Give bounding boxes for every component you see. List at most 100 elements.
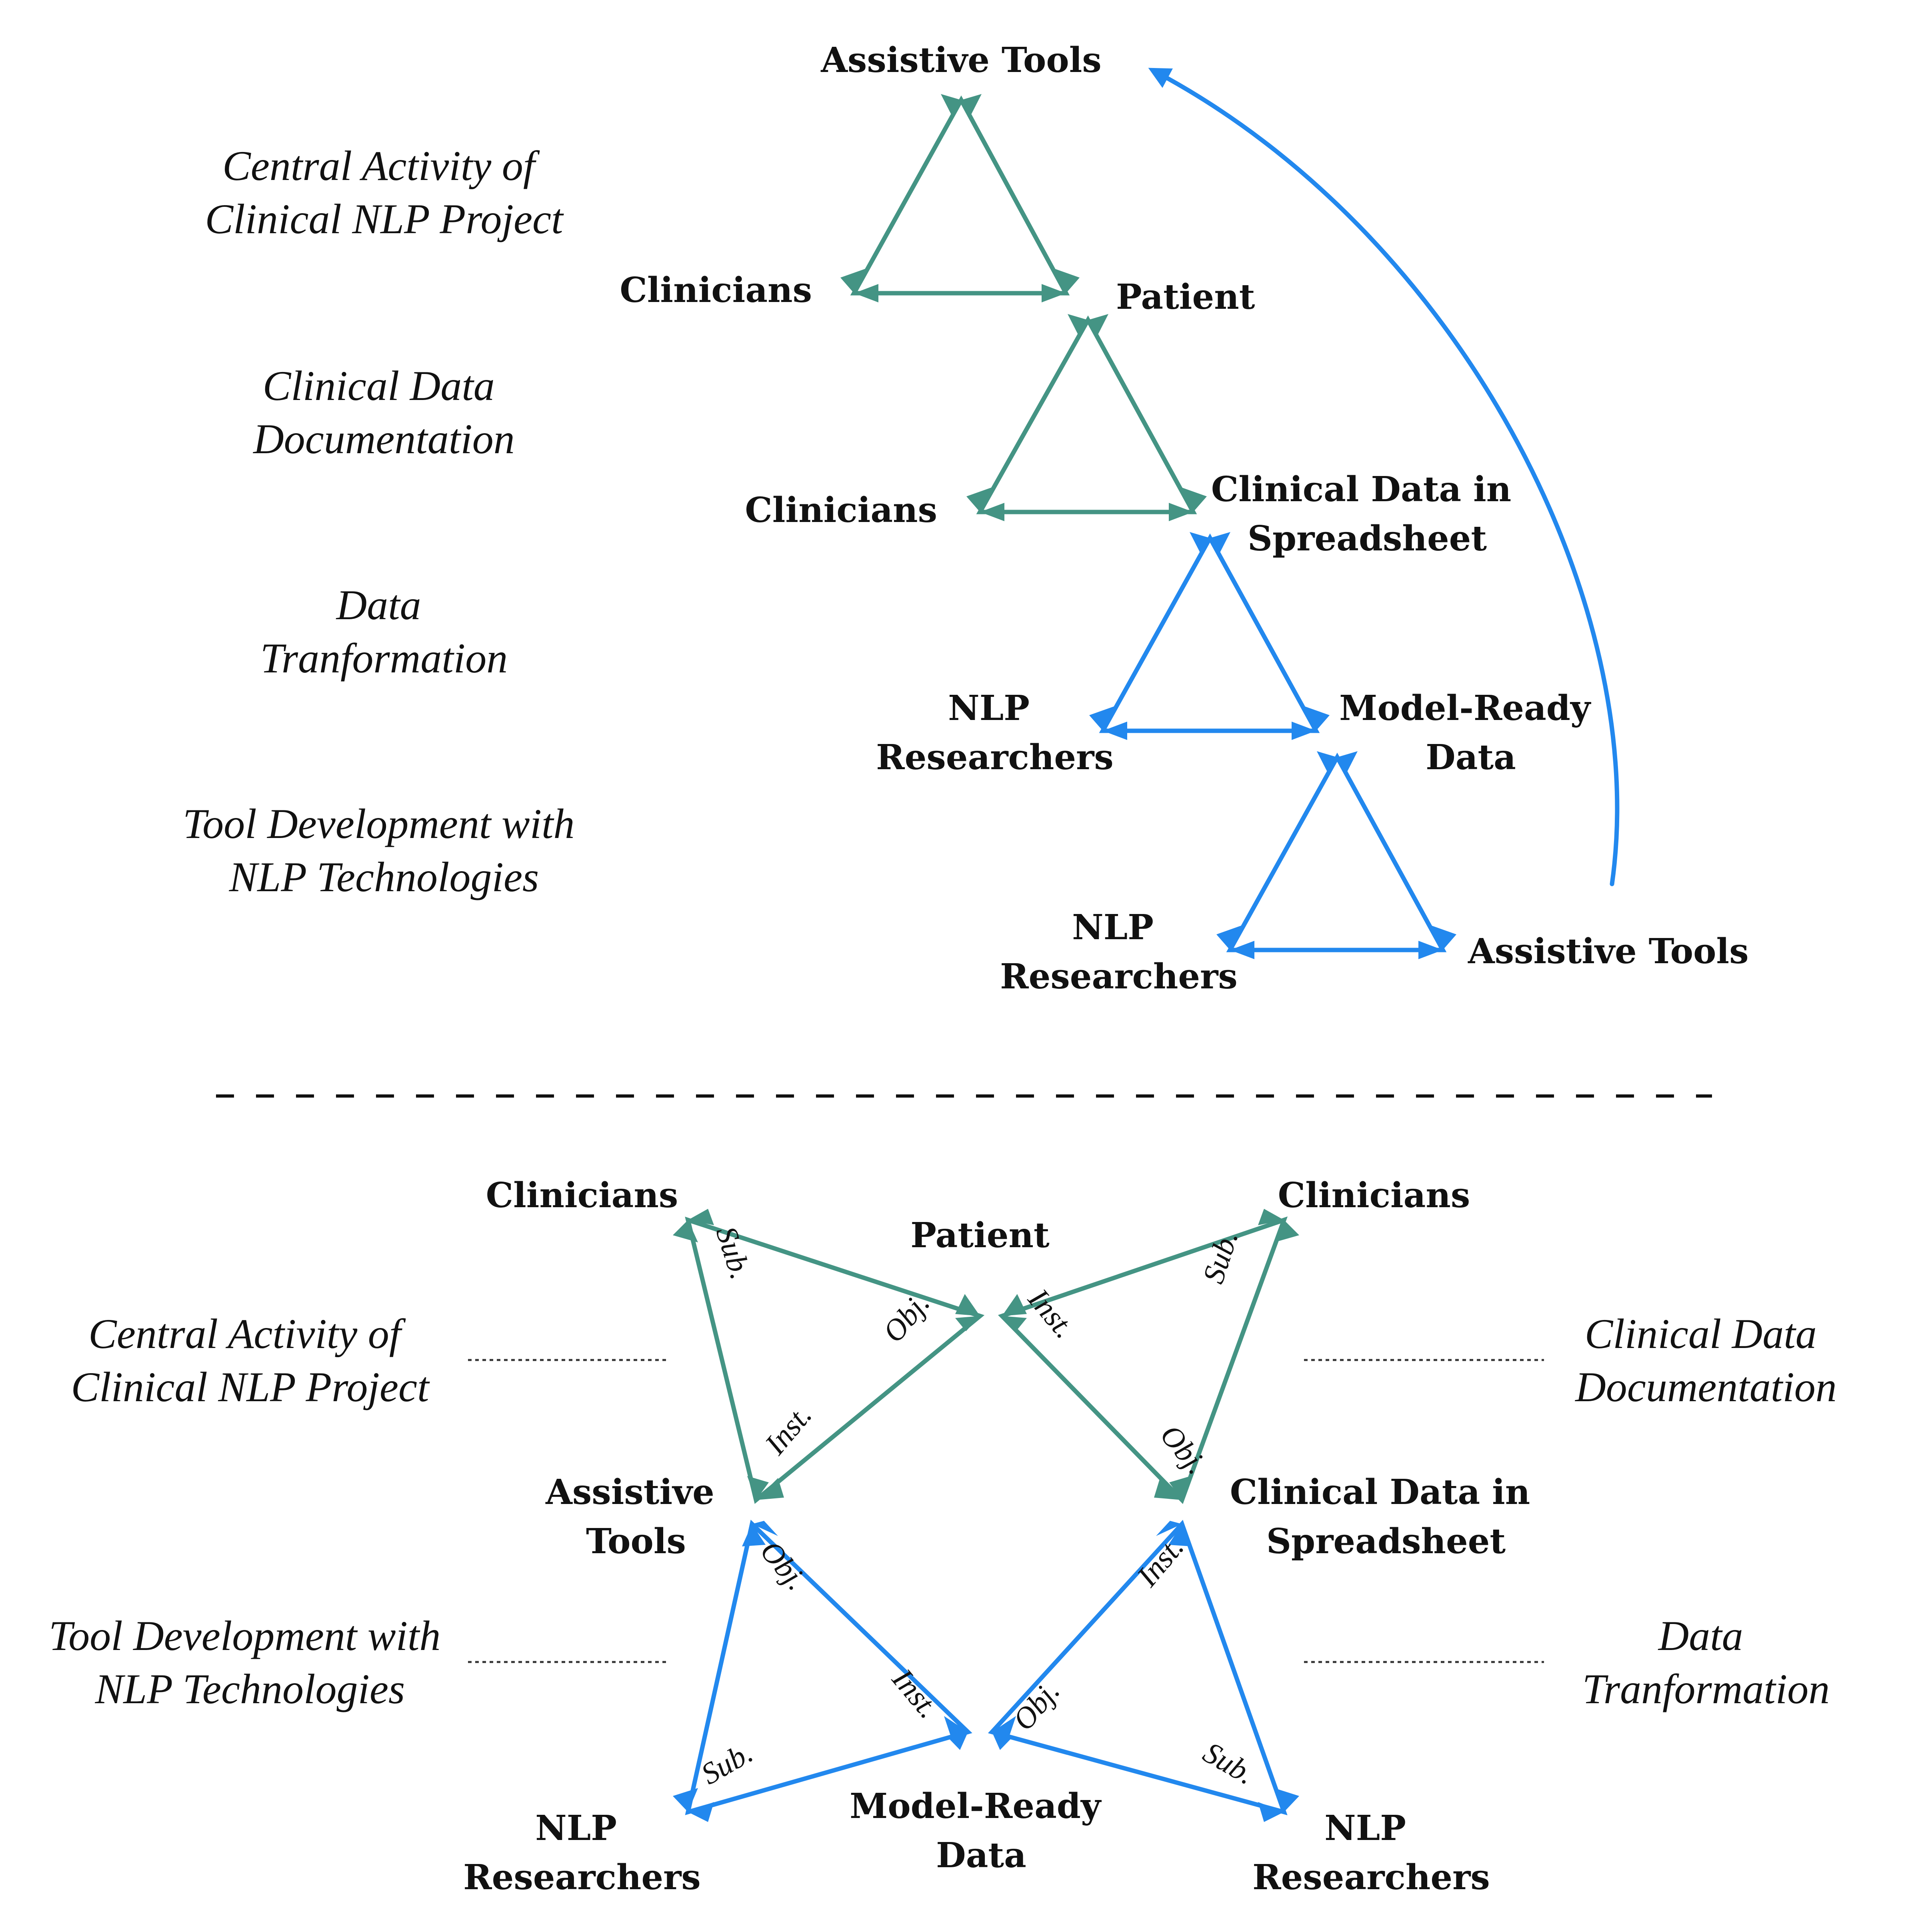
activity-documentation: Clinical Data Documentation [1574, 1310, 1837, 1410]
arrow-marker [1317, 751, 1337, 773]
node-model-ready-data: Model-Ready Data [850, 1786, 1113, 1876]
arrow-marker [1168, 1524, 1192, 1546]
label-line: Spreadsheet [1266, 1521, 1506, 1562]
node-clinicians-left: Clinicians [486, 1175, 678, 1216]
bottom-section: Sub. Obj. Inst. Sub. Inst. Obj. Obj. Ins… [49, 1175, 1837, 1898]
arrow-marker [854, 284, 878, 302]
arrow-marker [688, 1209, 714, 1225]
activity-transformation: Data Tranformation [260, 582, 508, 682]
triangle-edges [998, 1216, 1288, 1504]
arrow-marker [1002, 1294, 1027, 1316]
arrow-marker [966, 488, 991, 512]
arrow-marker [1210, 532, 1230, 554]
node-nlp-researchers-left: NLP Researchers [463, 1808, 701, 1898]
role-instrument: Inst. [758, 1398, 818, 1461]
label-line: Clinical Data in [1230, 1472, 1530, 1512]
label-line: Researchers [876, 737, 1114, 778]
triangle-edges [1226, 752, 1447, 952]
label-line: Clinical NLP Project [71, 1364, 430, 1410]
node-clinical-data: Clinical Data in Spreadsheet [1211, 469, 1524, 559]
label-line: Clinical NLP Project [205, 196, 564, 242]
label-line: Researchers [1252, 1857, 1490, 1898]
arrow-marker [673, 1220, 698, 1242]
label-line: Central Activity of [88, 1310, 406, 1357]
triangle-central-activity [840, 94, 1080, 302]
top-section: Assistive Tools Clinicians Patient Clini… [183, 40, 1749, 997]
arrow-marker [1055, 269, 1080, 293]
activity-tool-development: Tool Development with NLP Technologies [183, 800, 585, 900]
activity-central: Central Activity of Clinical NLP Project [71, 1310, 430, 1410]
node-clinical-data: Clinical Data in Spreadsheet [1230, 1472, 1542, 1562]
arrow-marker [747, 1476, 769, 1500]
arrow-marker [1089, 706, 1114, 731]
node-assistive-tools: Assistive Tools [545, 1472, 726, 1562]
activity-transformation: Data Tranformation [1582, 1612, 1830, 1712]
node-model-ready-data: Model-Ready Data [1339, 688, 1602, 778]
arrow-marker [1432, 926, 1456, 950]
arrow-marker [1230, 941, 1254, 959]
arrow-marker [1337, 751, 1358, 773]
label-line: Clinical Data [263, 362, 495, 409]
role-object: Obj. [876, 1286, 936, 1349]
feedback-arrow [1148, 68, 1620, 886]
triangle-tool-development [1216, 751, 1456, 959]
triangle-edges [988, 1520, 1288, 1816]
arrow-marker [1182, 488, 1207, 512]
arrow-marker [1292, 722, 1316, 740]
label-line: Model-Ready [850, 1786, 1102, 1826]
arrow-marker [1068, 314, 1088, 336]
label-line: NLP Technologies [229, 854, 539, 900]
label-line: Documentation [1574, 1364, 1837, 1410]
label-line: Researchers [463, 1857, 701, 1898]
node-nlp-researchers-2: NLP Researchers [1000, 907, 1238, 997]
arrow-marker [1103, 722, 1127, 740]
triangle-edges [1099, 533, 1320, 733]
label-line: Clinical Data in [1211, 469, 1512, 510]
label-line: NLP [1324, 1808, 1406, 1848]
label-line: Data [336, 582, 421, 628]
label-line: Model-Ready [1339, 688, 1592, 728]
node-clinicians-1: Clinicians [620, 270, 812, 310]
node-assistive-tools-top: Assistive Tools [820, 40, 1102, 80]
node-nlp-researchers-right: NLP Researchers [1252, 1808, 1490, 1898]
role-subject: Sub. [1196, 1226, 1245, 1287]
triangle-edges [850, 95, 1070, 296]
label-line: Tranformation [1582, 1666, 1830, 1712]
arrow-marker [1154, 1478, 1182, 1500]
arrow-marker [742, 1524, 766, 1546]
triangle-central-activity-bottom [673, 1209, 985, 1504]
role-object: Obj. [1006, 1674, 1066, 1737]
node-clinicians-2: Clinicians [745, 490, 937, 530]
arrow-marker [1274, 1220, 1299, 1242]
label-line: Tool Development with [183, 800, 574, 847]
arrow-marker [955, 1316, 980, 1331]
arrow-marker [992, 1732, 1013, 1750]
arrow-marker [1190, 532, 1210, 554]
label-line: Data [936, 1835, 1026, 1876]
role-subject: Sub. [1198, 1736, 1260, 1791]
triangle-edges [685, 1216, 985, 1504]
arrow-marker [980, 503, 1004, 521]
label-line: Tool Development with [49, 1612, 440, 1659]
node-assistive-tools-bottom: Assistive Tools [1468, 931, 1749, 972]
arrow-marker [1258, 1802, 1284, 1822]
arrow-marker [1042, 284, 1066, 302]
label-line: Data [1426, 737, 1516, 778]
role-object: Obj. [1154, 1418, 1214, 1481]
arrow-marker [1274, 1788, 1299, 1812]
role-instrument: Inst. [886, 1662, 946, 1725]
triangle-transformation [1089, 532, 1330, 740]
triangle-tool-development-bottom [673, 1520, 972, 1822]
label-line: Data [1658, 1612, 1743, 1659]
arrow-marker [688, 1802, 714, 1822]
label-line: Clinical Data [1585, 1310, 1817, 1357]
arrow-marker [961, 94, 982, 116]
triangle-documentation-bottom [998, 1209, 1299, 1504]
label-line: Tools [586, 1521, 686, 1562]
label-line: Researchers [1000, 956, 1238, 997]
arrow-marker [673, 1788, 698, 1812]
arrow-marker [955, 1294, 980, 1316]
arrow-marker [1216, 926, 1241, 950]
arrow-marker [1305, 706, 1330, 731]
